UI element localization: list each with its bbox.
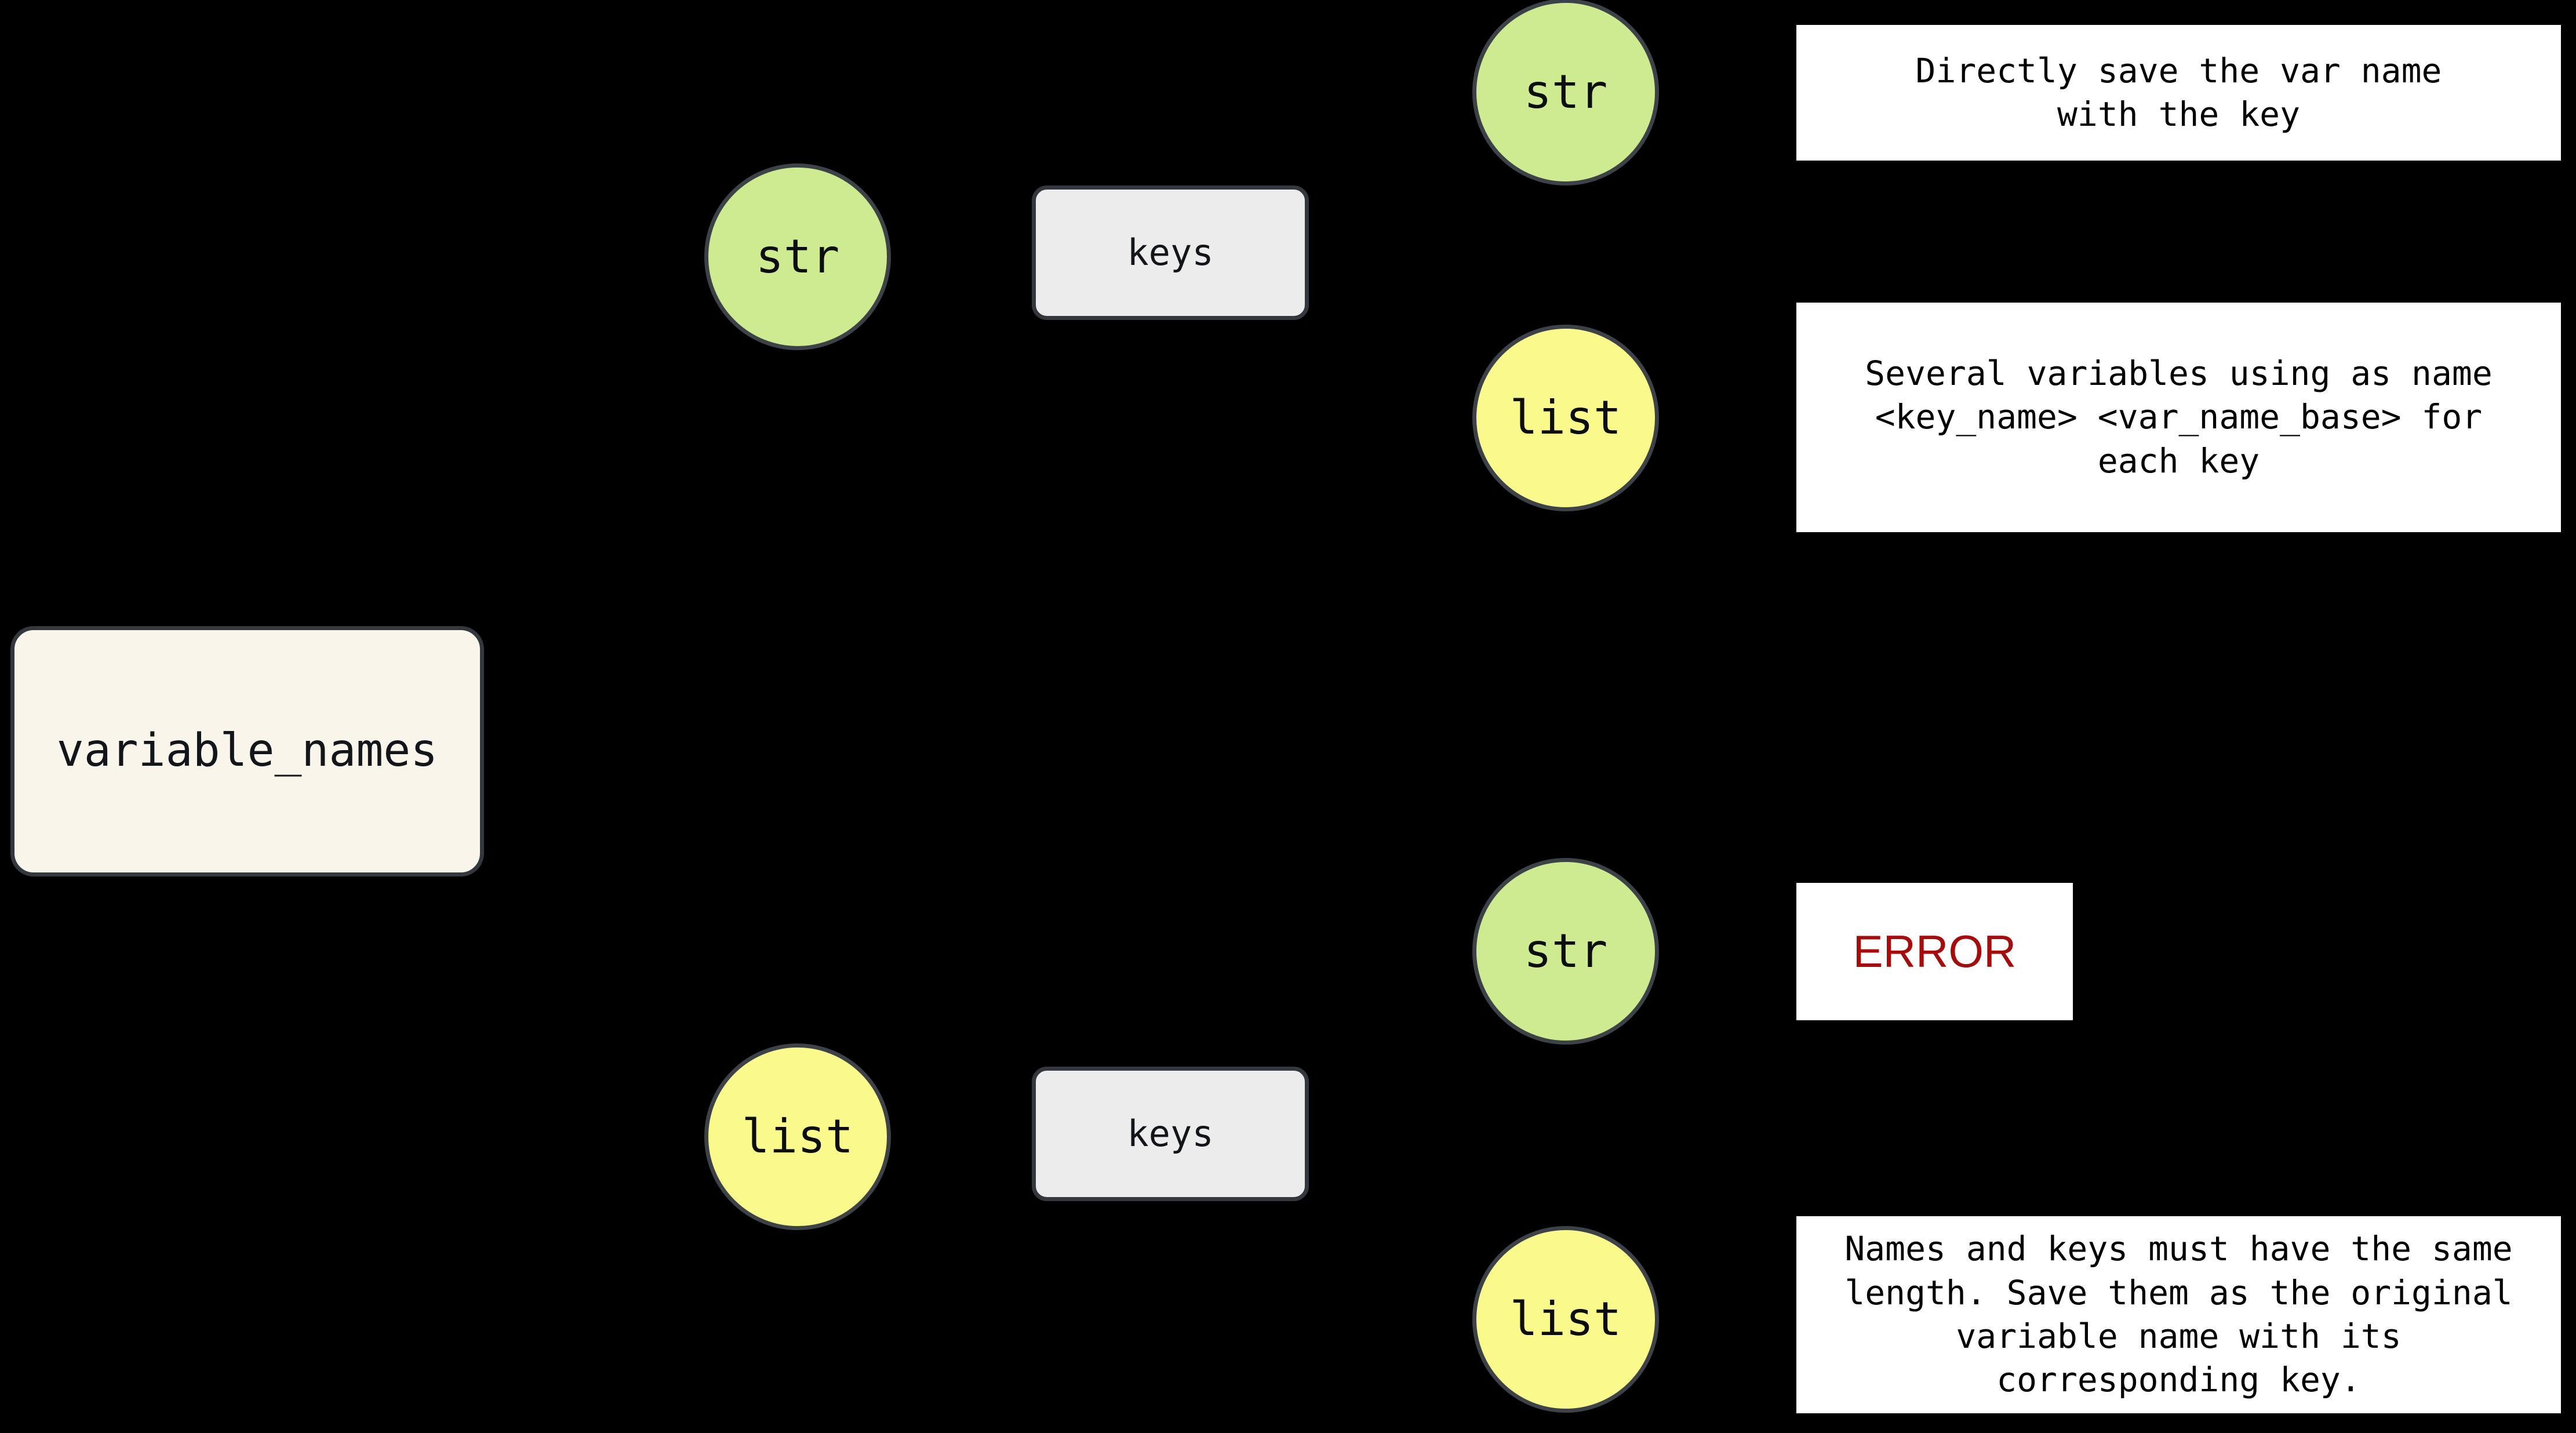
node-branch-str-type-label: str (755, 230, 840, 283)
node-outcome-str-list-type[interactable]: list (1472, 325, 1659, 511)
node-branch-str-type[interactable]: str (704, 163, 891, 350)
note-outcome-str-str-text: Directly save the var name with the key (1915, 50, 2442, 134)
note-outcome-str-list: Several variables using as name <key_nam… (1796, 303, 2561, 532)
node-variable-names-label: variable_names (56, 725, 438, 777)
node-outcome-list-list-type-label: list (1509, 1292, 1622, 1346)
node-outcome-str-str-type[interactable]: str (1472, 0, 1659, 186)
node-branch-list-keys[interactable]: keys (1032, 1067, 1309, 1201)
node-outcome-str-str-type-label: str (1523, 65, 1608, 119)
note-outcome-list-str-error: ERROR (1796, 883, 2073, 1020)
note-outcome-list-list: Names and keys must have the same length… (1796, 1216, 2561, 1413)
node-outcome-list-list-type[interactable]: list (1472, 1226, 1659, 1413)
node-branch-str-keys[interactable]: keys (1032, 186, 1309, 320)
node-branch-list-type-label: list (741, 1110, 854, 1163)
note-outcome-list-list-text: Names and keys must have the same length… (1844, 1229, 2513, 1400)
node-branch-str-keys-label: keys (1127, 231, 1214, 274)
note-outcome-str-list-text: Several variables using as name <key_nam… (1865, 353, 2493, 481)
node-branch-list-keys-label: keys (1127, 1112, 1214, 1155)
node-variable-names[interactable]: variable_names (10, 626, 484, 876)
node-branch-list-type[interactable]: list (704, 1043, 891, 1230)
node-outcome-list-str-type-label: str (1523, 924, 1608, 978)
node-outcome-list-str-type[interactable]: str (1472, 858, 1659, 1045)
node-outcome-str-list-type-label: list (1509, 391, 1622, 445)
note-outcome-str-str: Directly save the var name with the key (1796, 25, 2561, 161)
status-badge-error: ERROR (1853, 925, 2017, 977)
